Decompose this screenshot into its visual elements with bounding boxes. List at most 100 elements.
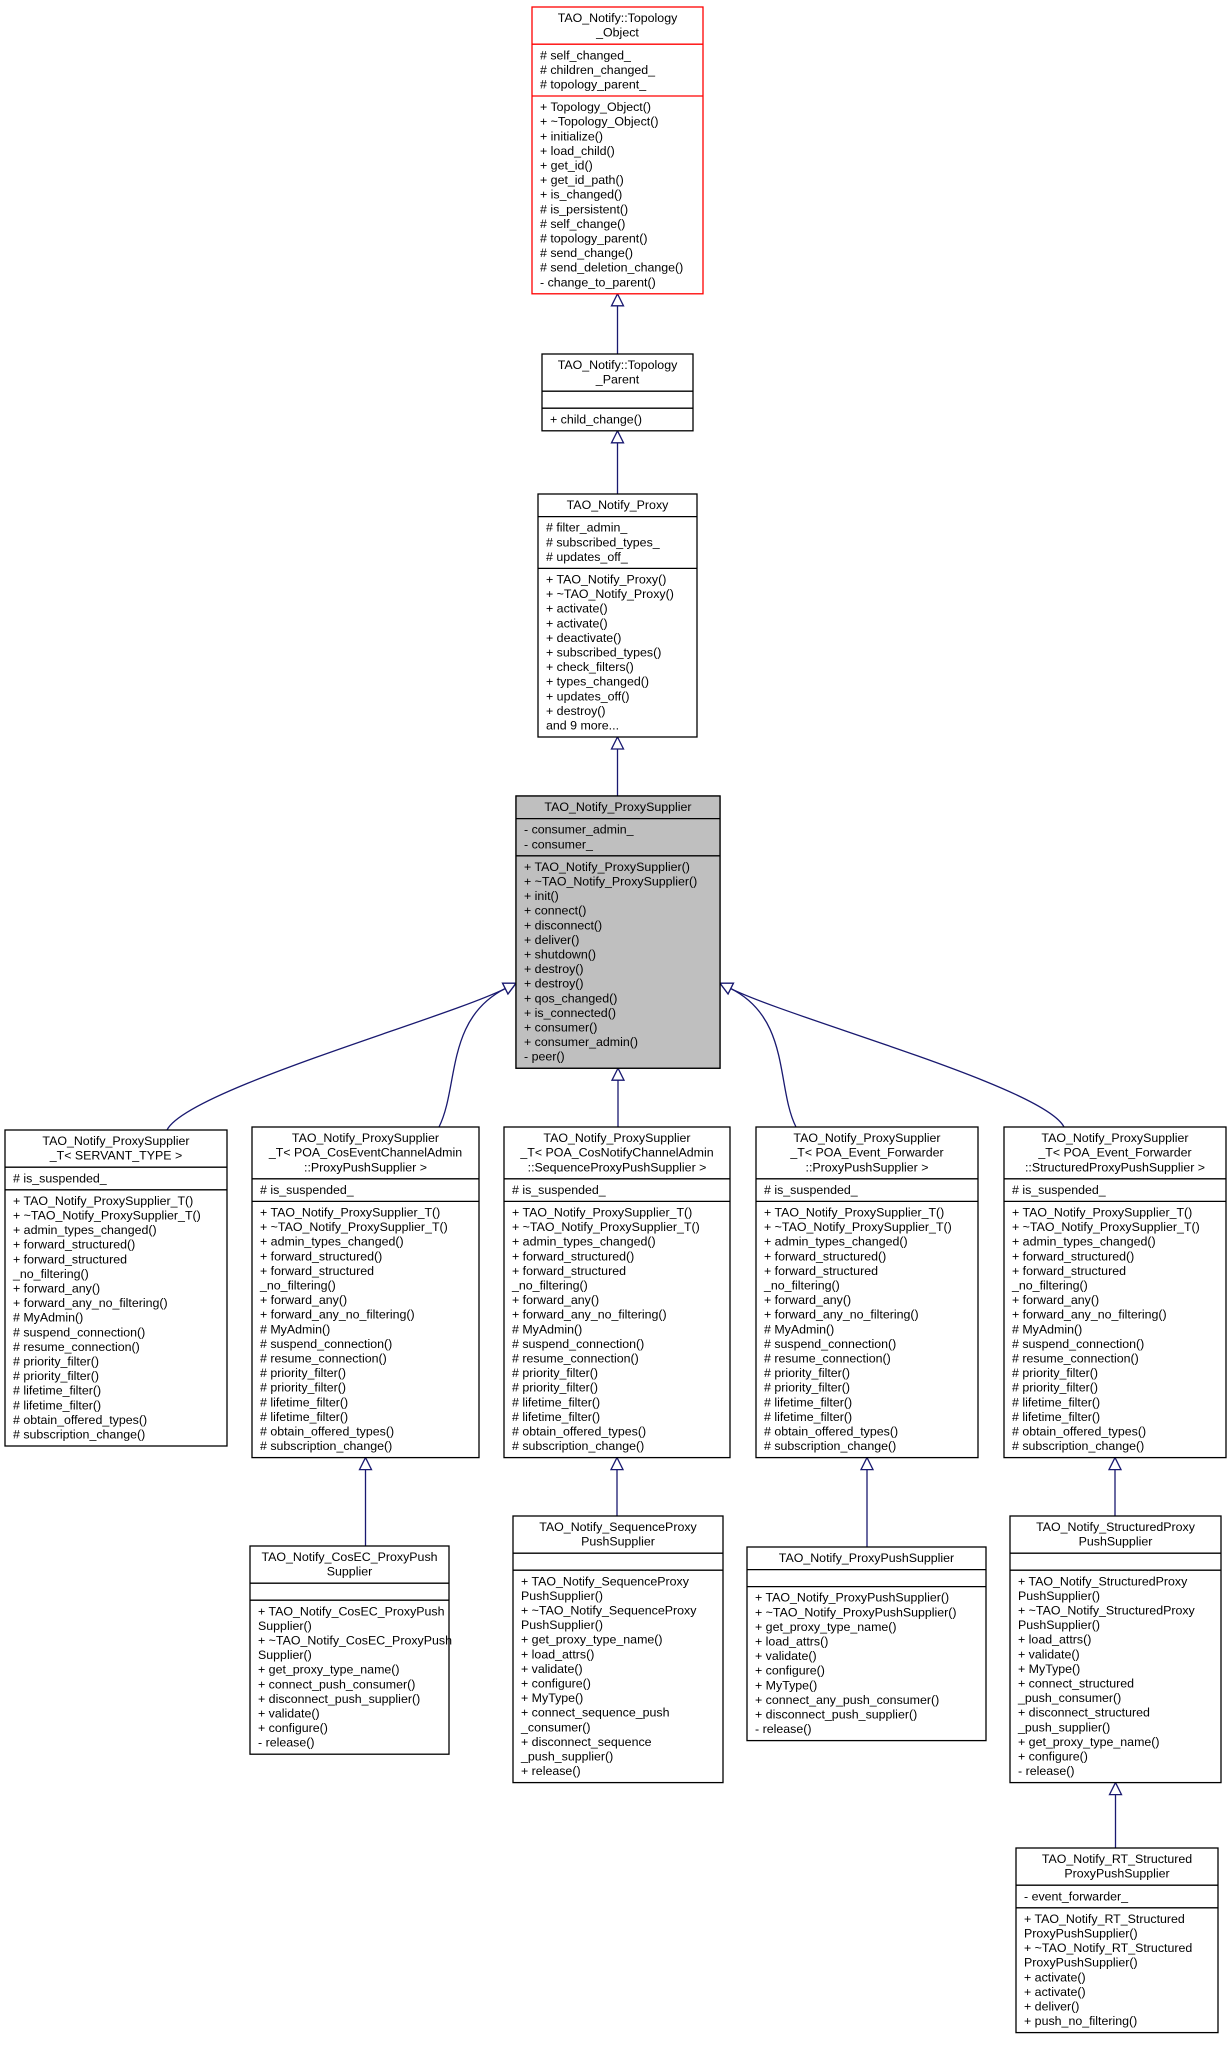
class-method: + connect_any_push_consumer() bbox=[755, 1693, 939, 1707]
class-method: # priority_filter() bbox=[260, 1381, 346, 1395]
class-method: + forward_any_no_filtering() bbox=[1012, 1308, 1167, 1322]
class-attribute: # self_changed_ bbox=[540, 48, 632, 62]
class-method: + forward_any() bbox=[13, 1282, 100, 1296]
class-node-proxy[interactable]: TAO_Notify_Proxy# filter_admin_# subscri… bbox=[537, 493, 698, 738]
class-method: Supplier() bbox=[258, 1619, 312, 1633]
class-method: # is_persistent() bbox=[540, 202, 628, 216]
class-method: + forward_any() bbox=[512, 1293, 599, 1307]
class-method: ProxyPushSupplier() bbox=[1024, 1956, 1138, 1970]
class-node-ps-t-servant[interactable]: TAO_Notify_ProxySupplier_T< SERVANT_TYPE… bbox=[4, 1129, 228, 1447]
class-method: _no_filtering() bbox=[12, 1267, 89, 1281]
class-method: - release() bbox=[755, 1722, 811, 1736]
class-method: + consumer() bbox=[524, 1021, 597, 1035]
class-method: # priority_filter() bbox=[512, 1381, 598, 1395]
class-node-topology-object[interactable]: TAO_Notify::Topology_Object# self_change… bbox=[531, 6, 704, 295]
class-title: _T< POA_Event_Forwarder bbox=[1037, 1146, 1191, 1160]
class-method: + activate() bbox=[546, 616, 608, 630]
class-method: + updates_off() bbox=[546, 689, 629, 703]
class-method: # obtain_offered_types() bbox=[1012, 1425, 1146, 1439]
class-method: # priority_filter() bbox=[1012, 1381, 1098, 1395]
class-method: + forward_structured bbox=[13, 1252, 127, 1266]
class-method: _push_supplier() bbox=[1017, 1720, 1110, 1734]
class-method: + TAO_Notify_ProxySupplier_T() bbox=[764, 1206, 944, 1220]
class-method: # lifetime_filter() bbox=[512, 1410, 600, 1424]
class-method: # resume_connection() bbox=[1012, 1352, 1139, 1366]
class-attribute: # is_suspended_ bbox=[260, 1183, 355, 1197]
class-node-cosec-push[interactable]: TAO_Notify_CosEC_ProxyPushSupplier+ TAO_… bbox=[249, 1545, 452, 1755]
class-method: + load_attrs() bbox=[521, 1647, 594, 1661]
class-method: # MyAdmin() bbox=[1012, 1322, 1082, 1336]
class-method: PushSupplier() bbox=[521, 1589, 603, 1603]
inheritance-arrowhead bbox=[358, 1456, 373, 1471]
class-node-rt-struct-push[interactable]: TAO_Notify_RT_StructuredProxyPushSupplie… bbox=[1015, 1847, 1219, 2034]
class-method: # resume_connection() bbox=[512, 1352, 639, 1366]
class-title: TAO_Notify_ProxySupplier bbox=[543, 1131, 690, 1145]
class-title: Supplier bbox=[327, 1565, 372, 1579]
inheritance-arrowhead bbox=[859, 1456, 875, 1471]
class-method: + ~TAO_Notify_ProxySupplier_T() bbox=[764, 1220, 952, 1234]
class-node-topology-parent[interactable]: TAO_Notify::Topology_Parent+ child_chang… bbox=[541, 353, 694, 432]
class-method: # lifetime_filter() bbox=[1012, 1395, 1100, 1409]
inheritance-edge bbox=[610, 735, 625, 796]
class-title: TAO_Notify_CosEC_ProxyPush bbox=[261, 1550, 437, 1564]
class-method: # suspend_connection() bbox=[260, 1337, 392, 1351]
class-node-ps-t-ef-push[interactable]: TAO_Notify_ProxySupplier_T< POA_Event_Fo… bbox=[755, 1126, 979, 1459]
class-method: # resume_connection() bbox=[260, 1352, 387, 1366]
class-method: # lifetime_filter() bbox=[1012, 1410, 1100, 1424]
class-method: + disconnect() bbox=[524, 918, 602, 932]
class-method: # lifetime_filter() bbox=[764, 1395, 852, 1409]
class-nodes: TAO_Notify::Topology_Object# self_change… bbox=[4, 6, 1227, 2034]
class-method: + configure() bbox=[755, 1664, 825, 1678]
class-method: + types_changed() bbox=[546, 675, 649, 689]
class-title: TAO_Notify_ProxySupplier bbox=[793, 1131, 940, 1145]
class-method: # lifetime_filter() bbox=[13, 1384, 101, 1398]
class-attribute: # is_suspended_ bbox=[1012, 1183, 1107, 1197]
class-box bbox=[503, 1126, 731, 1459]
class-node-struct-push[interactable]: TAO_Notify_StructuredProxyPushSupplier+ … bbox=[1009, 1515, 1222, 1784]
class-method: + ~TAO_Notify_ProxySupplier() bbox=[524, 875, 697, 889]
class-method: + check_filters() bbox=[546, 660, 634, 674]
class-method: + activate() bbox=[1024, 1970, 1086, 1984]
class-method: + forward_any() bbox=[764, 1293, 851, 1307]
class-method: + validate() bbox=[1018, 1647, 1080, 1661]
inheritance-arrowhead bbox=[610, 292, 625, 307]
class-method: + destroy() bbox=[524, 962, 584, 976]
inheritance-arrowhead bbox=[610, 735, 625, 750]
class-attribute: # updates_off_ bbox=[546, 550, 629, 564]
class-method: + disconnect_sequence bbox=[521, 1735, 652, 1749]
class-method: + ~TAO_Notify_ProxyPushSupplier() bbox=[755, 1605, 957, 1619]
class-method: + disconnect_structured bbox=[1018, 1706, 1150, 1720]
class-method: ProxyPushSupplier() bbox=[1024, 1927, 1138, 1941]
class-title: TAO_Notify_RT_Structured bbox=[1042, 1852, 1192, 1866]
class-node-ps-t-ef-struct[interactable]: TAO_Notify_ProxySupplier_T< POA_Event_Fo… bbox=[1003, 1126, 1227, 1459]
class-node-ps-t-seq[interactable]: TAO_Notify_ProxySupplier_T< POA_CosNotif… bbox=[503, 1126, 731, 1459]
class-method: + ~Topology_Object() bbox=[540, 115, 658, 129]
class-title: _T< POA_CosEventChannelAdmin bbox=[268, 1146, 462, 1160]
class-node-proxy-supplier[interactable]: TAO_Notify_ProxySupplier- consumer_admin… bbox=[515, 795, 721, 1069]
class-method: + ~TAO_Notify_Proxy() bbox=[546, 587, 674, 601]
class-method: + load_child() bbox=[540, 144, 615, 158]
class-method: + TAO_Notify_ProxySupplier_T() bbox=[512, 1206, 692, 1220]
class-attribute: # children_changed_ bbox=[540, 63, 656, 77]
class-node-seq-push[interactable]: TAO_Notify_SequenceProxyPushSupplier+ TA… bbox=[512, 1515, 724, 1784]
class-method: + release() bbox=[521, 1764, 581, 1778]
class-method: + get_proxy_type_name() bbox=[258, 1663, 400, 1677]
class-method: + ~TAO_Notify_ProxySupplier_T() bbox=[260, 1220, 448, 1234]
class-title: TAO_Notify_ProxySupplier bbox=[292, 1131, 439, 1145]
inheritance-edge bbox=[609, 1456, 625, 1516]
class-method: + child_change() bbox=[550, 412, 642, 426]
class-title: _Object bbox=[595, 26, 639, 40]
class-node-proxy-push[interactable]: TAO_Notify_ProxyPushSupplier+ TAO_Notify… bbox=[746, 1546, 987, 1742]
class-box bbox=[1003, 1126, 1227, 1459]
class-title: PushSupplier bbox=[1079, 1535, 1153, 1549]
class-method: # subscription_change() bbox=[260, 1439, 392, 1453]
class-method: _no_filtering() bbox=[763, 1279, 840, 1293]
class-method: + is_changed() bbox=[540, 188, 622, 202]
class-attribute: # filter_admin_ bbox=[546, 521, 628, 535]
class-node-ps-t-cosec[interactable]: TAO_Notify_ProxySupplier_T< POA_CosEvent… bbox=[251, 1126, 480, 1459]
class-method: # topology_parent() bbox=[540, 232, 647, 246]
class-method: # MyAdmin() bbox=[764, 1322, 834, 1336]
class-method: + destroy() bbox=[524, 977, 584, 991]
class-method: + TAO_Notify_StructuredProxy bbox=[1018, 1574, 1188, 1588]
class-method: + disconnect_push_supplier() bbox=[258, 1692, 420, 1706]
